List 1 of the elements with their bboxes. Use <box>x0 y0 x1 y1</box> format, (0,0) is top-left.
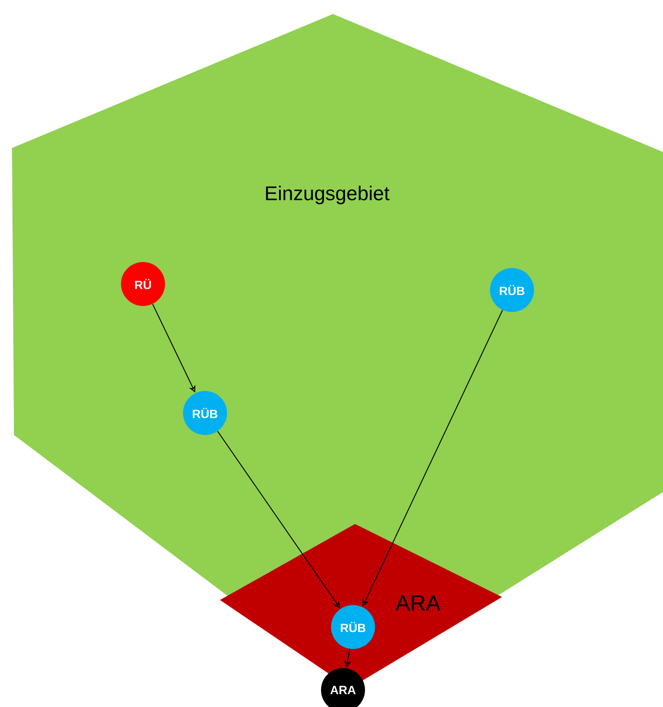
arrow <box>362 310 503 606</box>
